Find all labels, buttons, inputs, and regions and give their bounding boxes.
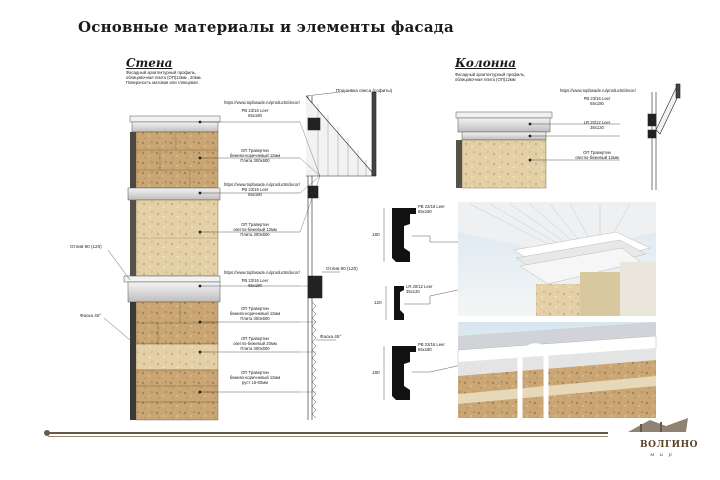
wall-elevation: [123, 115, 221, 421]
wall-url-2[interactable]: https://www.topfasade.ru/products/decor/: [224, 182, 300, 187]
profile-2-dim: 120: [374, 300, 382, 305]
page-title: Основные материалы и элементы фасада: [78, 18, 454, 36]
footer-rule-thin: [48, 436, 608, 437]
wall-url-1[interactable]: https://www.topfasade.ru/products/decor/: [224, 100, 300, 105]
profile-3-dim: 180: [372, 370, 380, 375]
column-url[interactable]: https://www.topfasade.ru/products/decor/: [560, 88, 636, 93]
column-heading: Колонна: [455, 56, 516, 70]
drip-label-left: Отлив 90 (120): [70, 244, 102, 249]
logo-name: ВОЛГИНО: [640, 440, 698, 450]
footer-rule: [48, 432, 608, 434]
drip-label-right: Отлив 90 (120): [326, 266, 358, 271]
column-intro: Фасадный архитектурный профиль,облицовоч…: [455, 72, 525, 83]
wall-url-3[interactable]: https://www.topfasade.ru/products/decor/: [224, 270, 300, 275]
soffit-label: Подшивка свеса (софиты): [336, 88, 393, 93]
wall-intro: Фасадный архитектурный профиль,облицовоч…: [126, 70, 202, 86]
photo-soffit: [458, 202, 656, 316]
profile-1-dim: 180: [372, 232, 380, 237]
logo-subtitle: м и р: [650, 452, 674, 458]
photo-wall: [457, 322, 657, 418]
column-elevation: [455, 111, 553, 189]
profile-details: [392, 208, 416, 400]
chamfer-label-right: Фаска 45°: [320, 334, 342, 339]
logo-mark: [628, 418, 688, 432]
chamfer-label-left: Фаска 45°: [80, 313, 102, 318]
wall-heading: Стена: [126, 56, 173, 70]
wall-section: [305, 91, 377, 420]
footer-dot: [44, 430, 50, 436]
